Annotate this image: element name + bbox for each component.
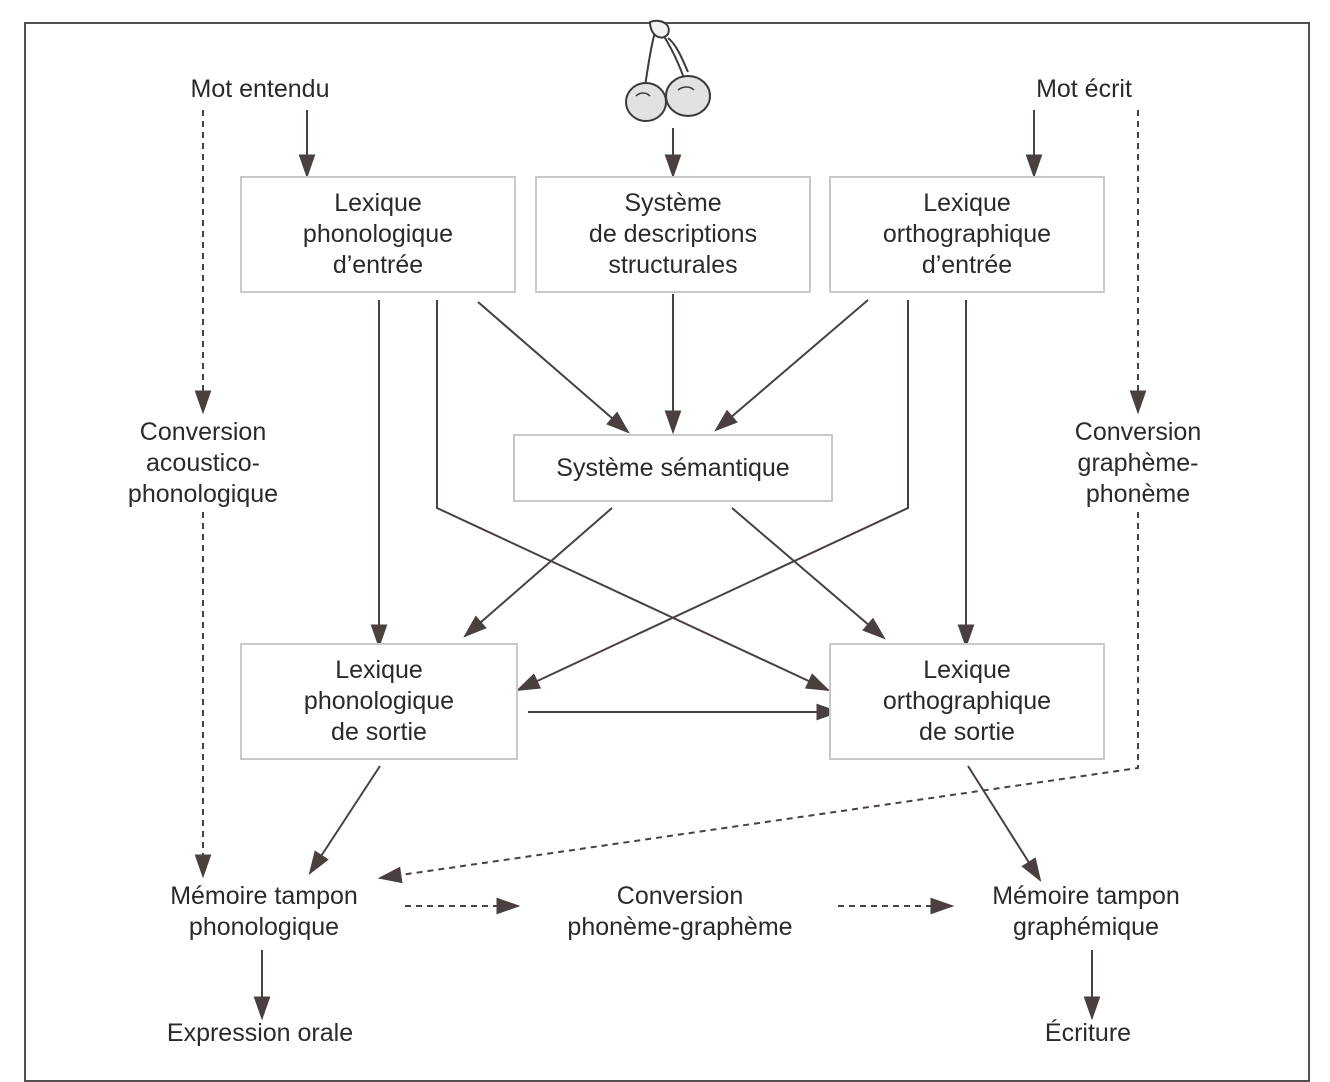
oral-output-label: Expression orale	[166, 1019, 354, 1047]
phon-buffer-label: Mémoire tampon phonologique	[142, 881, 386, 943]
phon-buffer-line-2: phonologique	[188, 913, 340, 941]
acoustic-line-1: Conversion	[139, 418, 267, 446]
acoustic-conversion-label: Conversion acoustico- phonologique	[103, 417, 303, 510]
structural-descriptions-box: Système de descriptions structurales	[535, 176, 811, 293]
arrow-ortho-input-to-phon-output	[515, 300, 909, 692]
ortho-output-line-2: orthographique	[882, 687, 1052, 715]
grapheme-line-3: phonème	[1085, 480, 1191, 508]
ortho-input-line-2: orthographique	[882, 220, 1052, 248]
structural-line-1: Système	[624, 189, 722, 217]
structural-line-2: de descriptions	[588, 220, 758, 248]
dashed-arrows	[194, 110, 1147, 915]
phoneme-grapheme-label: Conversion phonème-graphème	[538, 881, 822, 943]
phoneme-grapheme-line-2: phonème-graphème	[567, 913, 793, 941]
ortho-input-line-1: Lexique	[923, 189, 1011, 217]
arrow-phon-input-to-semantic	[477, 301, 630, 434]
ortho-input-line-3: d’entrée	[921, 251, 1013, 279]
phon-output-line-3: de sortie	[331, 718, 427, 746]
graph-buffer-line-2: graphémique	[1013, 913, 1159, 941]
ortho-output-line-3: de sortie	[919, 718, 1015, 746]
grapheme-line-1: Conversion	[1074, 418, 1202, 446]
phon-output-lexicon-box: Lexique phonologique de sortie	[240, 643, 518, 760]
arrow-ortho-input-to-semantic	[714, 299, 869, 432]
dashed-grapheme-to-phon-buffer	[377, 512, 1139, 884]
structural-line-3: structurales	[608, 251, 738, 279]
acoustic-line-3: phonologique	[127, 480, 279, 508]
phoneme-grapheme-line-1: Conversion	[616, 882, 744, 910]
written-word-label: Mot écrit	[1036, 75, 1132, 103]
arrow-ortho-output-to-graph-buffer	[967, 765, 1042, 883]
graph-buffer-line-1: Mémoire tampon	[992, 882, 1180, 910]
ortho-output-line-1: Lexique	[923, 656, 1011, 684]
semantic-system-label: Système sémantique	[556, 453, 790, 482]
phon-output-line-2: phonologique	[303, 687, 455, 715]
ortho-output-lexicon-box: Lexique orthographique de sortie	[829, 643, 1105, 760]
arrow-phon-output-to-phon-buffer	[308, 765, 381, 876]
ortho-input-lexicon-box: Lexique orthographique d’entrée	[829, 176, 1105, 293]
phon-buffer-line-1: Mémoire tampon	[170, 882, 358, 910]
acoustic-line-2: acoustico-	[146, 449, 260, 477]
grapheme-line-2: graphème-	[1077, 449, 1199, 477]
arrow-semantic-to-phon-output	[463, 507, 613, 638]
phon-output-line-1: Lexique	[335, 656, 423, 684]
semantic-system-box: Système sémantique	[513, 434, 833, 502]
arrow-semantic-to-ortho-output	[731, 507, 886, 640]
phon-input-lexicon-box: Lexique phonologique d’entrée	[240, 176, 516, 293]
grapheme-conversion-label: Conversion graphème- phonème	[1040, 417, 1236, 510]
phon-input-line-1: Lexique	[334, 189, 422, 217]
solid-arrows	[253, 110, 1101, 1021]
graph-buffer-label: Mémoire tampon graphémique	[964, 881, 1208, 943]
heard-word-label: Mot entendu	[190, 75, 330, 103]
phon-input-line-2: phonologique	[302, 220, 454, 248]
cherries-icon	[625, 19, 711, 122]
phon-input-line-3: d’entrée	[332, 251, 424, 279]
writing-output-label: Écriture	[1044, 1019, 1132, 1047]
arrow-phon-input-to-ortho-output	[436, 300, 831, 692]
